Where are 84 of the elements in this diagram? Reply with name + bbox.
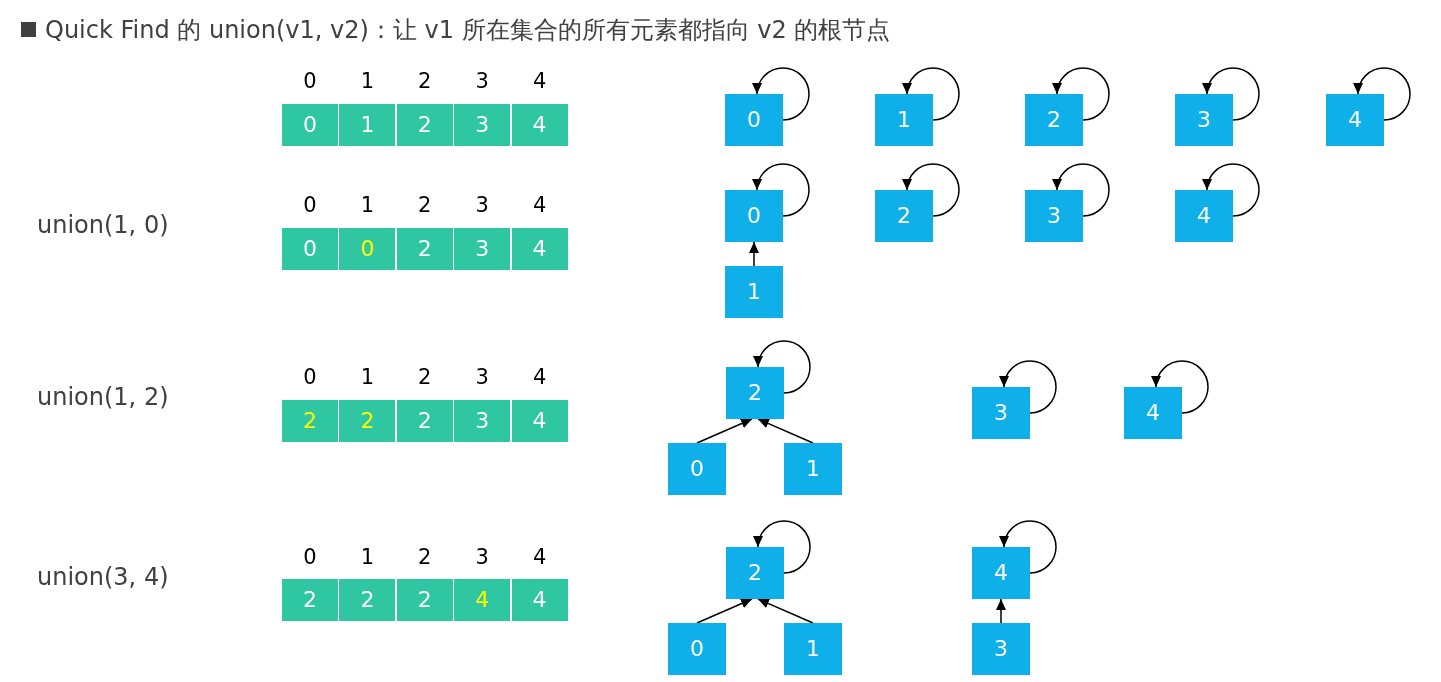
tree-node: 1 <box>725 266 783 318</box>
array-cell: 2 <box>339 400 396 442</box>
title: Quick Find 的 union(v1, v2)：让 v1 所在集合的所有元素都指向 v2 的根节点 <box>45 18 891 42</box>
index-label: 3 <box>475 366 489 388</box>
index-label: 2 <box>418 366 432 388</box>
index-label: 2 <box>418 70 432 92</box>
array-cell: 2 <box>396 104 453 146</box>
self-loop-arrow <box>902 67 960 121</box>
index-label: 4 <box>532 546 547 568</box>
tree-node: 1 <box>784 623 842 675</box>
tree-node: 2 <box>726 367 784 419</box>
self-loop-arrow <box>753 520 811 574</box>
self-loop-arrow <box>999 520 1057 574</box>
tree-node: 4 <box>972 547 1030 599</box>
array-cell: 4 <box>511 104 568 146</box>
index-label: 2 <box>418 194 432 216</box>
array-cell: 4 <box>454 579 511 621</box>
arrow <box>757 418 814 444</box>
arrow <box>749 241 759 267</box>
array-cell: 4 <box>511 400 568 442</box>
index-label: 3 <box>475 194 489 216</box>
array-cell: 2 <box>339 579 396 621</box>
index-label: 3 <box>475 70 489 92</box>
index-label: 0 <box>303 70 317 92</box>
index-label: 3 <box>475 546 489 568</box>
arrow <box>757 598 814 624</box>
operation-label: union(1, 0) <box>37 213 169 237</box>
index-label: 4 <box>532 70 547 92</box>
array-cell: 1 <box>339 104 396 146</box>
self-loop-arrow <box>1353 67 1411 121</box>
tree-node: 0 <box>725 190 783 242</box>
operation-label: union(1, 2) <box>37 385 169 409</box>
array-cell: 0 <box>339 228 396 270</box>
index-label: 2 <box>418 546 432 568</box>
tree-node: 2 <box>1025 94 1083 146</box>
arrow <box>696 598 753 624</box>
self-loop-arrow <box>1151 360 1209 414</box>
self-loop-arrow <box>752 163 810 217</box>
index-label: 1 <box>360 366 375 388</box>
array-cell: 2 <box>396 400 453 442</box>
tree-node: 3 <box>1025 190 1083 242</box>
array-cell: 0 <box>282 104 338 146</box>
array-cell: 3 <box>454 104 511 146</box>
tree-node: 2 <box>726 547 784 599</box>
array-cell: 3 <box>454 400 511 442</box>
tree-node: 1 <box>875 94 933 146</box>
array-cell: 4 <box>511 579 568 621</box>
array-cell: 2 <box>396 579 453 621</box>
index-label: 0 <box>303 546 317 568</box>
tree-node: 4 <box>1175 190 1233 242</box>
array-cell: 0 <box>282 228 338 270</box>
arrow <box>996 598 1006 624</box>
self-loop-arrow <box>999 360 1057 414</box>
tree-node: 3 <box>972 387 1030 439</box>
self-loop-arrow <box>1202 163 1260 217</box>
self-loop-arrow <box>902 163 960 217</box>
tree-node: 4 <box>1326 94 1384 146</box>
index-label: 4 <box>532 194 547 216</box>
self-loop-arrow <box>1052 163 1110 217</box>
tree-node: 0 <box>725 94 783 146</box>
tree-node: 3 <box>972 623 1030 675</box>
index-label: 1 <box>360 546 375 568</box>
arrow <box>696 418 753 444</box>
array-cell: 3 <box>454 228 511 270</box>
array-cell: 2 <box>282 400 338 442</box>
tree-node: 3 <box>1175 94 1233 146</box>
self-loop-arrow <box>1202 67 1260 121</box>
index-label: 1 <box>360 70 375 92</box>
self-loop-arrow <box>753 340 811 394</box>
tree-node: 2 <box>875 190 933 242</box>
self-loop-arrow <box>1052 67 1110 121</box>
index-label: 0 <box>303 194 317 216</box>
array-cell: 2 <box>396 228 453 270</box>
array-cell: 4 <box>511 228 568 270</box>
tree-node: 0 <box>668 623 726 675</box>
index-label: 1 <box>360 194 375 216</box>
self-loop-arrow <box>752 67 810 121</box>
tree-node: 1 <box>784 443 842 495</box>
index-label: 4 <box>532 366 547 388</box>
index-label: 0 <box>303 366 317 388</box>
tree-node: 4 <box>1124 387 1182 439</box>
operation-label: union(3, 4) <box>37 565 169 589</box>
array-cell: 2 <box>282 579 338 621</box>
tree-node: 0 <box>668 443 726 495</box>
